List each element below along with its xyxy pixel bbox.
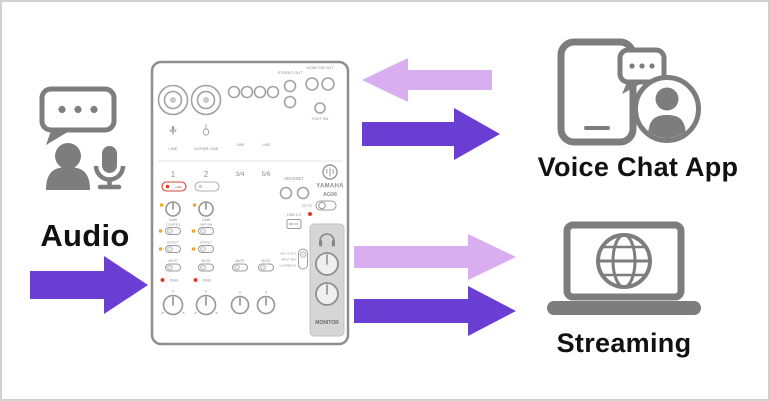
phantom-label: +48V [175, 185, 182, 189]
gain-label-ch1: GAIN [169, 218, 178, 222]
arrow-voicechat-to-mixer-shape [362, 58, 492, 102]
headset-label: HEADSET [284, 176, 304, 181]
arrow-mixer-to-streaming-dark-shape [354, 286, 516, 336]
foot-sw-label: FOOT SW [312, 117, 329, 121]
mixer-input-jacks [157, 77, 335, 116]
amp-sim-label: AMP SIM [200, 223, 213, 227]
yamaha-logo-icon [322, 164, 338, 180]
speech-bubble-icon [39, 86, 117, 145]
power-led [308, 212, 312, 216]
contact-avatar-icon [633, 75, 701, 143]
arrow-voicechat-to-mixer [362, 58, 492, 102]
mute-label-ch1: MUTE [168, 259, 177, 263]
usb-section: USB 2.0 [286, 213, 302, 229]
arrow-mixer-to-streaming-light-shape [354, 234, 516, 280]
effect-label-ch2: EFFECT [200, 241, 212, 245]
monitor-out-label: MONITOR OUT [307, 66, 335, 70]
mute-label-ch34: MUTE [235, 259, 244, 263]
brand-label: YAMAHA [316, 184, 344, 190]
mute-label-ch2: MUTE [201, 259, 210, 263]
stereo-out-label: STEREO OUT [278, 71, 303, 75]
mixer-body [150, 60, 350, 346]
ch56-input-type-label: LINE [263, 143, 272, 147]
ch1-input-type-label: LINE [169, 146, 178, 151]
arrow-mixer-to-voicechat-shape [362, 108, 500, 160]
audio-source-icon [39, 86, 126, 190]
arrow-audio-to-mixer [30, 256, 148, 314]
monitor-label: MONITOR [315, 320, 339, 326]
audio-label: Audio [40, 218, 130, 253]
to-pc-label: TO PC [302, 204, 313, 208]
to-pc-mode-switch: DRY CH1-2 INPUT MIX LOOPBACK [279, 248, 308, 270]
channel-2-label: 2 [204, 170, 209, 179]
comp-eq-label: COMP/EQ [166, 223, 181, 227]
person-icon [46, 143, 90, 190]
peak-label-ch2: PEAK [203, 279, 212, 283]
arrow-audio-to-mixer-shape [30, 256, 148, 314]
headphone-icon [319, 233, 335, 247]
chat-bubble-icon [617, 47, 667, 94]
arrow-mixer-to-voicechat [362, 108, 500, 160]
ch34-input-type-label: LINE [237, 143, 246, 147]
input-mix-label: INPUT MIX [281, 258, 296, 262]
channel-1-label: 1 [171, 170, 176, 179]
voice-chat-label: Voice Chat App [537, 152, 739, 182]
usb-label: USB 2.0 [287, 213, 301, 217]
guitar-glyph [202, 124, 210, 136]
ch2-input-type-label: GUITAR LINE [194, 146, 219, 151]
smartphone-icon [557, 38, 637, 146]
channel-2-strip: GAIN AMP SIM EFFECT MUTE PEAK [191, 181, 220, 316]
gain-label-ch2: GAIN [202, 218, 211, 222]
channel-34-strip: MUTE [230, 259, 250, 315]
globe-icon [596, 233, 652, 289]
channel-56-label: 5/6 [261, 171, 270, 178]
mute-label-ch56: MUTE [261, 259, 270, 263]
mic-glyph [169, 126, 177, 135]
peak-label-ch1: PEAK [170, 279, 179, 283]
channel-34-label: 3/4 [235, 171, 244, 178]
headset-jacks [279, 186, 310, 200]
arrow-mixer-to-streaming-light [354, 234, 516, 280]
to-pc-switch [315, 200, 337, 211]
streaming-icon [547, 221, 701, 315]
streaming-label: Streaming [556, 328, 692, 358]
arrow-mixer-to-streaming-dark [354, 286, 516, 336]
microphone-icon [93, 146, 126, 190]
mixer-illustration: STEREO OUT MONITOR OUT FOOT SW LINE GUIT… [150, 60, 350, 346]
dry-ch12-label: DRY CH1-2 [280, 252, 296, 256]
loopback-label: LOOPBACK [279, 264, 296, 268]
effect-label-ch1: EFFECT [167, 241, 179, 245]
model-label: AG06 [323, 192, 337, 198]
channel-56-strip: MUTE [256, 259, 276, 315]
channel-1-strip: +48V GAIN COMP/EQ EFFECT MUTE PEAK [158, 181, 187, 316]
monitor-section: MONITOR [309, 223, 345, 337]
voice-chat-icon [557, 38, 701, 146]
